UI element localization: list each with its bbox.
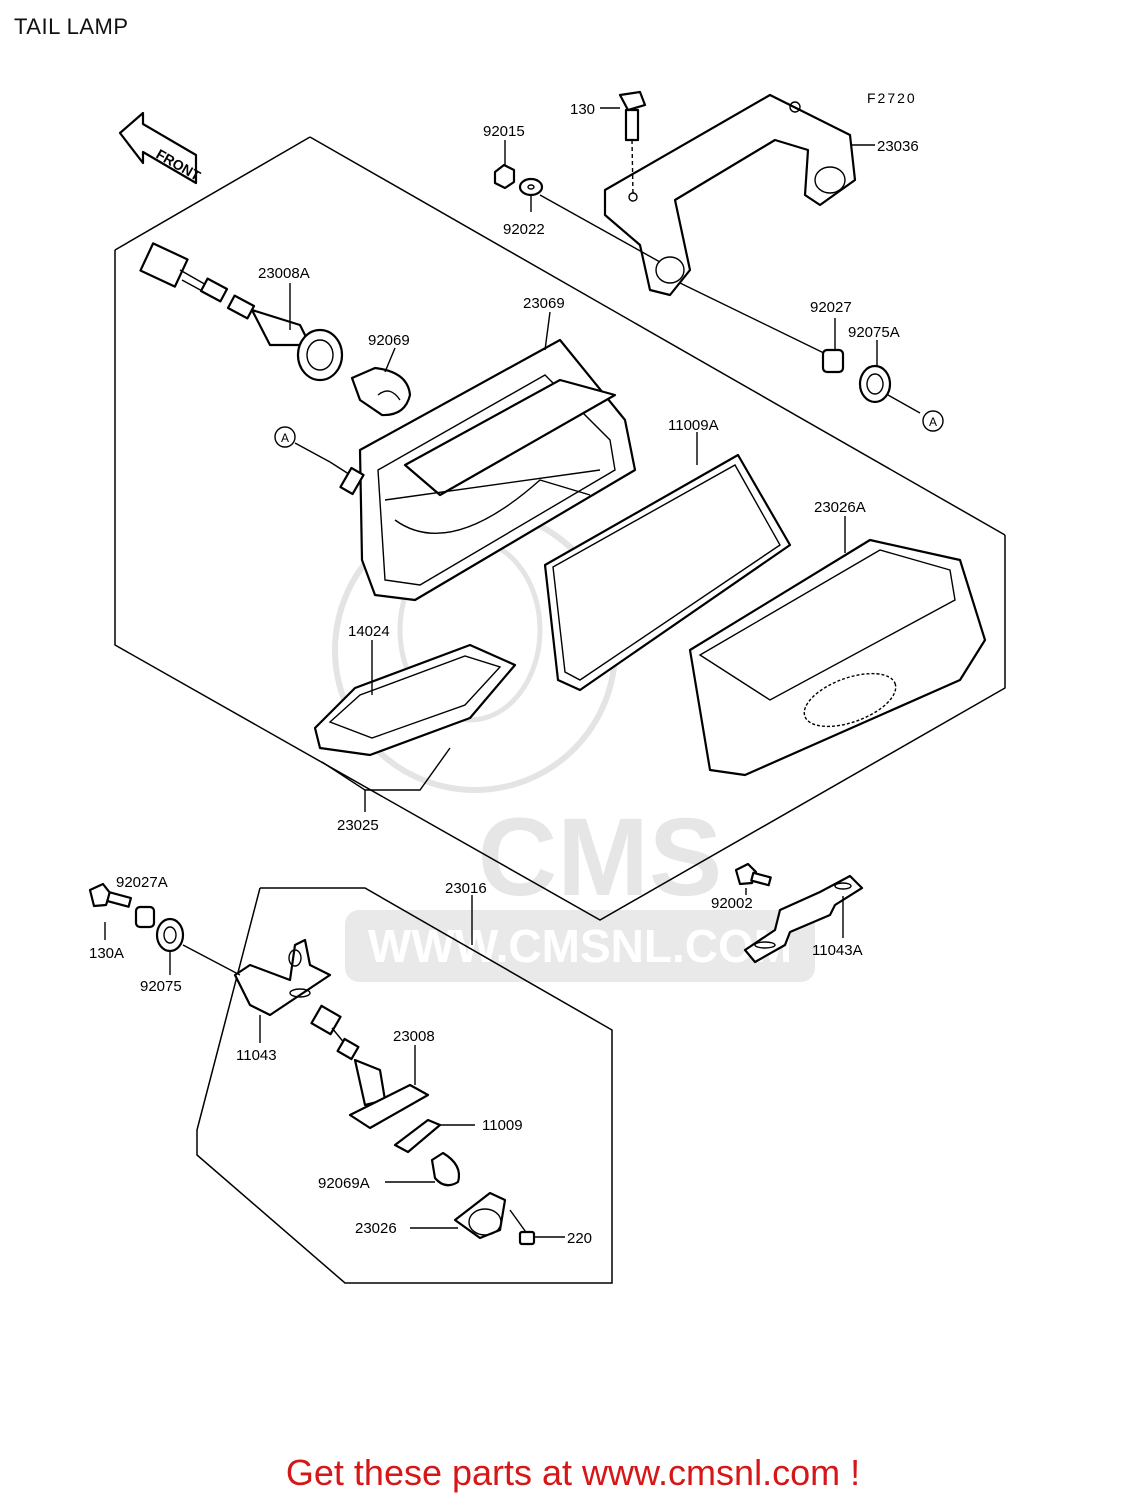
label-11043A: 11043A — [812, 942, 863, 959]
label-92015: 92015 — [483, 123, 525, 140]
label-92075: 92075 — [140, 978, 182, 995]
collar-92027A-icon — [134, 905, 156, 929]
collar-92027-icon — [821, 348, 845, 374]
reference-a-left-text: A — [281, 431, 289, 445]
label-23016: 23016 — [445, 880, 487, 897]
label-130: 130 — [570, 101, 595, 118]
parts-diagram: WWW.CMSNL.COM CMS FRONT F2720 — [88, 90, 1006, 1284]
label-92075A: 92075A — [848, 324, 900, 341]
bracket-11043A-icon — [743, 874, 864, 964]
grommet-92075-icon — [155, 917, 185, 953]
label-23008: 23008 — [393, 1028, 435, 1045]
label-23026: 23026 — [355, 1220, 397, 1237]
bolt-130A-icon — [88, 882, 133, 908]
watermark-url: WWW.CMSNL.COM — [368, 920, 792, 972]
gasket-11009A-icon — [543, 453, 792, 692]
footer-link[interactable]: Get these parts at www.cmsnl.com ! — [285, 1452, 861, 1493]
socket-23008-icon — [310, 1004, 430, 1130]
reference-a-right: A — [922, 410, 944, 432]
label-92002: 92002 — [711, 895, 753, 912]
label-23069: 23069 — [523, 295, 565, 312]
label-23025: 23025 — [337, 817, 379, 834]
label-92027: 92027 — [810, 299, 852, 316]
label-92027A: 92027A — [116, 874, 168, 891]
label-220: 220 — [567, 1230, 592, 1247]
front-arrow-icon: FRONT — [118, 111, 204, 185]
screw-92002-icon — [734, 862, 772, 887]
assembly-boundary-lower — [196, 887, 613, 1284]
label-23036: 23036 — [877, 138, 919, 155]
label-11009A: 11009A — [668, 417, 719, 434]
label-92069A: 92069A — [318, 1175, 370, 1192]
part-labels: 130 92015 92022 23036 23008A 23069 92069… — [89, 101, 919, 1247]
label-11043: 11043 — [236, 1047, 277, 1064]
reflector-14024-icon — [313, 643, 517, 757]
lens-23026A-icon — [688, 538, 987, 777]
nut-92015-icon — [493, 163, 516, 190]
label-14024: 14024 — [348, 623, 390, 640]
grommet-92075A-icon — [858, 364, 892, 404]
bolt-130-icon — [618, 90, 647, 196]
label-92022: 92022 — [503, 221, 545, 238]
lamp-housing-23069-icon — [329, 338, 637, 602]
label-23026A: 23026A — [814, 499, 866, 516]
lens-23026-icon — [453, 1191, 507, 1240]
tail-lamp-bracket — [603, 93, 857, 297]
page-title: TAIL LAMP — [14, 14, 129, 39]
label-92069: 92069 — [368, 332, 410, 349]
figure-code: F2720 — [867, 90, 917, 106]
assembly-boundary-upper — [114, 136, 1006, 921]
reference-a-left: A — [274, 426, 296, 448]
label-23008A: 23008A — [258, 265, 310, 282]
bulb-92069-icon — [350, 366, 412, 417]
washer-92022-icon — [518, 177, 544, 197]
screw-220-icon — [509, 1209, 536, 1246]
reference-a-right-text: A — [929, 415, 937, 429]
leader-lines — [104, 107, 878, 1238]
license-bracket-11043-icon — [233, 938, 332, 1017]
label-11009: 11009 — [482, 1117, 523, 1134]
gasket-11009-icon — [393, 1118, 442, 1154]
bulb-92069A-icon — [430, 1151, 461, 1187]
watermark-brand: CMS — [478, 796, 722, 919]
label-130A: 130A — [89, 945, 124, 962]
socket-23008A-icon — [139, 242, 344, 382]
